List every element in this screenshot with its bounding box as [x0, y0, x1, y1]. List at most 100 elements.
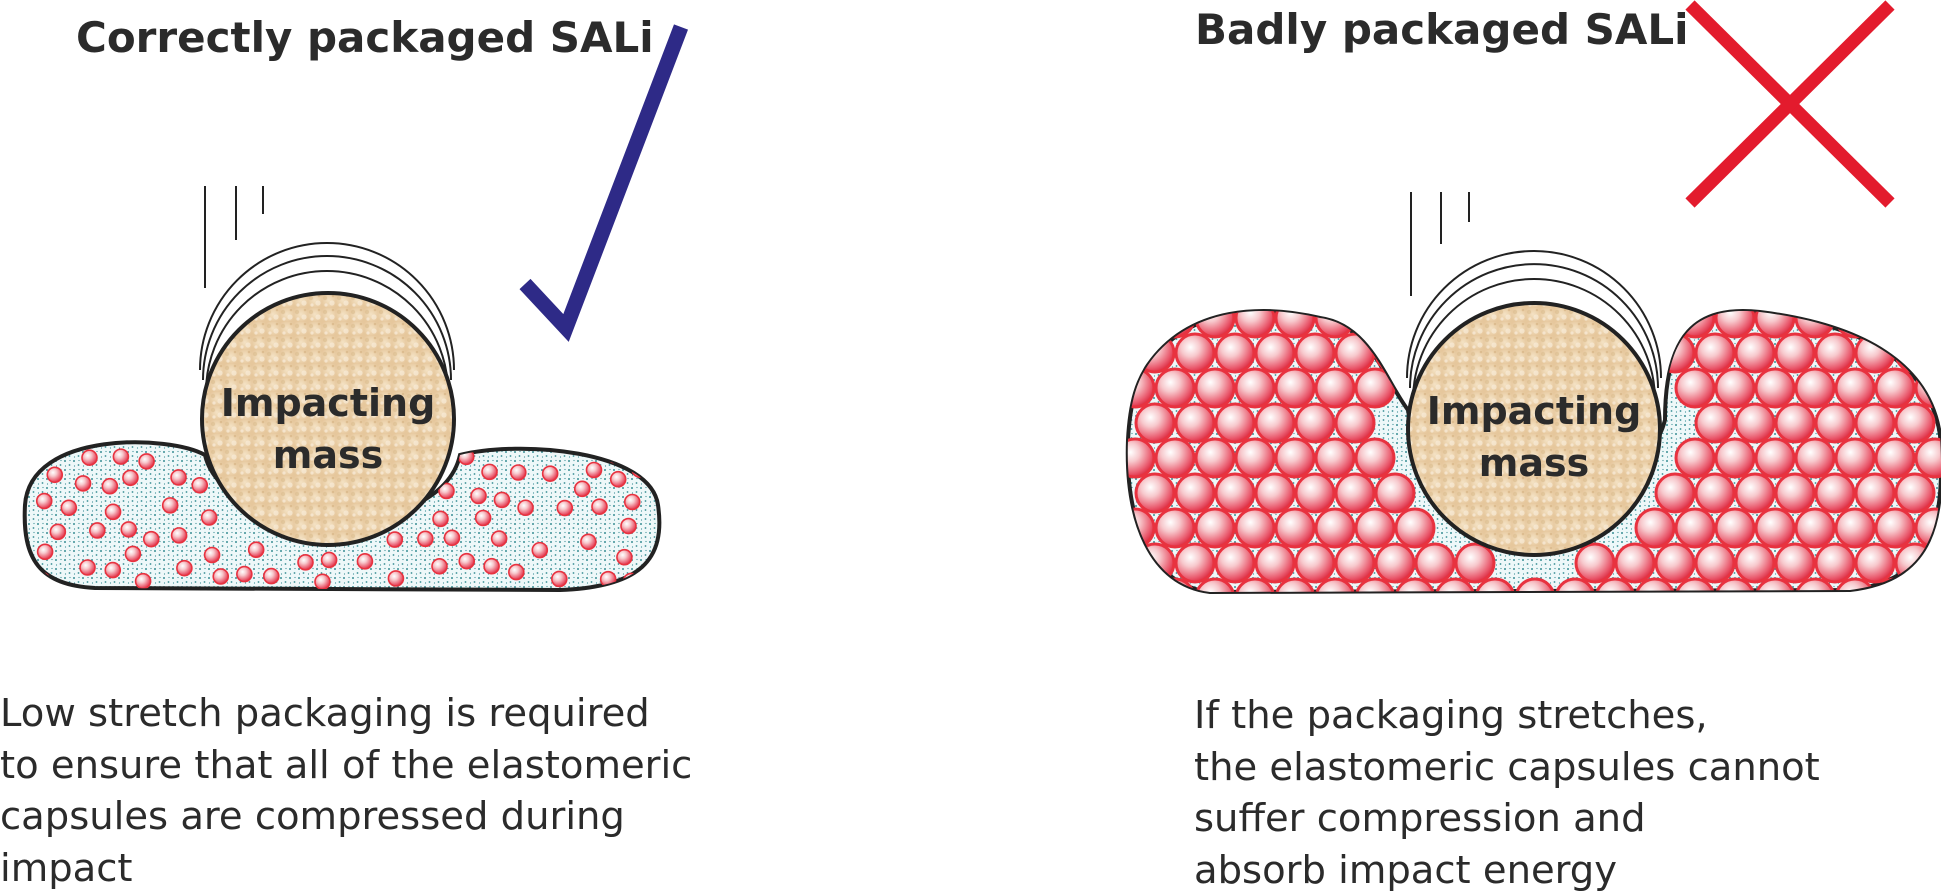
- capsule: [1196, 369, 1234, 407]
- capsule: [1776, 404, 1814, 442]
- capsule: [1356, 509, 1394, 547]
- capsule: [1256, 334, 1294, 372]
- capsule: [1156, 509, 1194, 547]
- capsule: [1396, 579, 1434, 617]
- capsule: [1636, 579, 1674, 617]
- capsule: [1696, 544, 1734, 582]
- right-panel-title: Badly packaged SALi: [1195, 5, 1689, 54]
- capsule: [1716, 579, 1754, 617]
- capsule: [1236, 369, 1274, 407]
- right-panel: Badly packaged SALi Impacting mass: [1116, 5, 1941, 617]
- capsule: [621, 519, 636, 534]
- capsule: [586, 463, 601, 478]
- capsule: [1636, 299, 1674, 337]
- capsule: [509, 565, 524, 580]
- capsule: [433, 511, 448, 526]
- capsule: [1336, 474, 1374, 512]
- capsule: [1756, 369, 1794, 407]
- caption-left-line: Low stretch packaging is required: [0, 688, 692, 740]
- caption-left-line: impact: [0, 843, 692, 895]
- capsule: [38, 544, 53, 559]
- capsule: [80, 560, 95, 575]
- capsule: [1556, 579, 1594, 617]
- capsule: [476, 510, 491, 525]
- capsule: [1796, 439, 1834, 477]
- capsule: [1796, 579, 1834, 617]
- capsule: [205, 548, 220, 563]
- capsule: [1276, 439, 1314, 477]
- capsule: [1176, 474, 1214, 512]
- caption-right-line: the elastomeric capsules cannot: [1194, 742, 1820, 794]
- capsule: [105, 563, 120, 578]
- capsule: [1756, 579, 1794, 617]
- mass-label-line1-right: Impacting: [1427, 389, 1642, 433]
- capsule: [482, 464, 497, 479]
- capsule: [264, 569, 279, 584]
- capsule: [76, 476, 91, 491]
- capsule: [213, 569, 228, 584]
- capsule: [47, 467, 62, 482]
- capsule: [315, 574, 330, 589]
- capsule: [1636, 509, 1674, 547]
- capsule: [1896, 474, 1934, 512]
- capsule: [1116, 579, 1154, 617]
- capsule: [357, 554, 372, 569]
- capsule: [1176, 404, 1214, 442]
- capsule: [1276, 579, 1314, 617]
- caption-left-line: capsules are compressed during: [0, 791, 692, 843]
- capsule: [1576, 544, 1614, 582]
- capsule: [1756, 299, 1794, 337]
- capsule: [1116, 299, 1154, 337]
- capsule: [532, 543, 547, 558]
- capsule: [1676, 439, 1714, 477]
- capsule: [1776, 334, 1814, 372]
- capsule: [1216, 544, 1254, 582]
- capsule: [459, 554, 474, 569]
- capsule: [1756, 439, 1794, 477]
- capsule: [1376, 544, 1414, 582]
- capsule: [1196, 299, 1234, 337]
- caption-right-line: If the packaging stretches,: [1194, 690, 1820, 742]
- capsule: [1696, 404, 1734, 442]
- capsule: [543, 466, 558, 481]
- capsule: [1396, 509, 1434, 547]
- capsule: [1776, 474, 1814, 512]
- capsule: [1476, 579, 1514, 617]
- capsule: [1256, 544, 1294, 582]
- capsule: [177, 561, 192, 576]
- capsule: [1916, 439, 1941, 477]
- checkmark-icon: [525, 27, 681, 328]
- capsule: [1836, 509, 1874, 547]
- capsule: [511, 465, 526, 480]
- capsule: [1676, 509, 1714, 547]
- capsule: [1236, 299, 1274, 337]
- capsule: [1676, 369, 1714, 407]
- capsule: [1216, 334, 1254, 372]
- capsule: [444, 530, 459, 545]
- caption-left: Low stretch packaging is required to ens…: [0, 688, 692, 894]
- capsule: [1796, 369, 1834, 407]
- capsule: [237, 567, 252, 582]
- capsule: [1816, 404, 1854, 442]
- capsule: [1836, 299, 1874, 337]
- capsule: [1216, 474, 1254, 512]
- capsule: [113, 449, 128, 464]
- capsule: [1876, 509, 1914, 547]
- capsule: [61, 500, 76, 515]
- capsule: [1816, 334, 1854, 372]
- capsule: [50, 524, 65, 539]
- capsule: [1716, 439, 1754, 477]
- capsule: [1296, 404, 1334, 442]
- capsule: [1136, 474, 1174, 512]
- capsule: [592, 499, 607, 514]
- capsule: [1716, 509, 1754, 547]
- capsule: [484, 559, 499, 574]
- capsule: [387, 532, 402, 547]
- capsule: [1256, 474, 1294, 512]
- capsule: [1136, 404, 1174, 442]
- capsule: [90, 523, 105, 538]
- capsule: [1356, 439, 1394, 477]
- capsule: [1836, 439, 1874, 477]
- capsule: [1256, 404, 1294, 442]
- capsule: [1816, 544, 1854, 582]
